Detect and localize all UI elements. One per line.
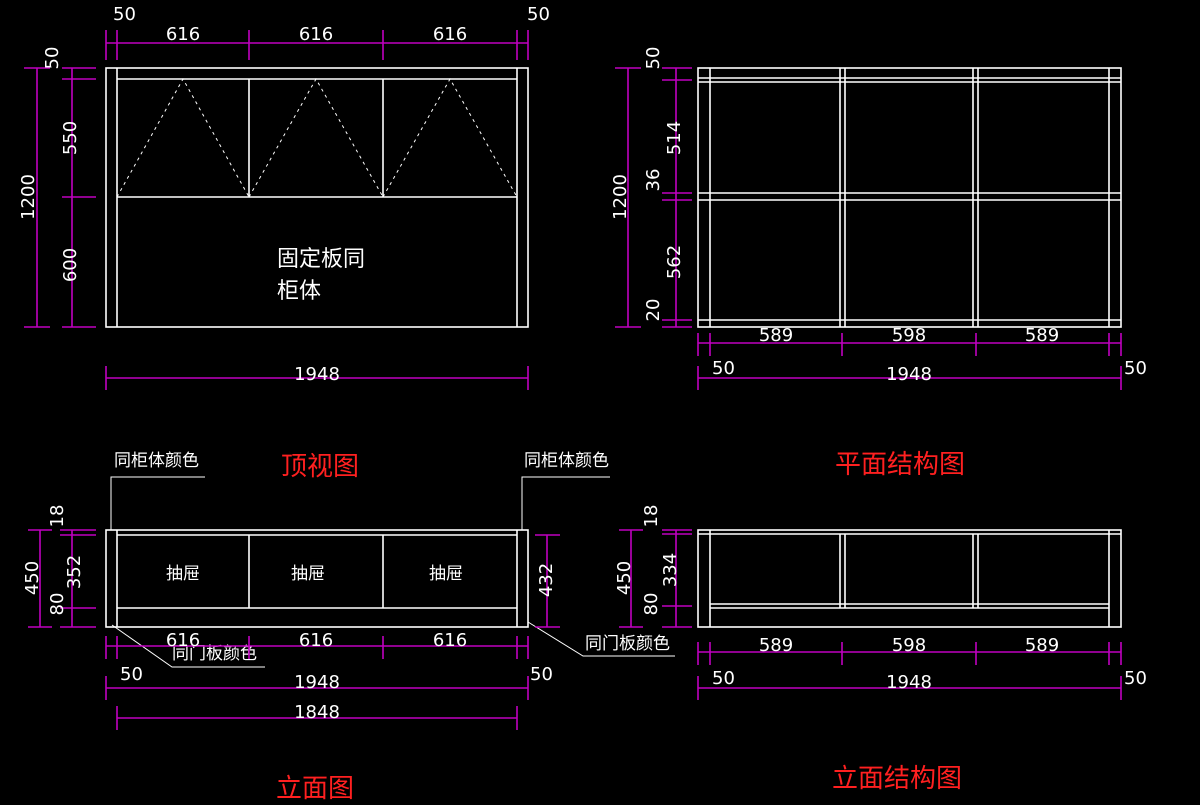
elev-struct-width-2: 598 <box>892 635 926 656</box>
elev-struct-height-top: 18 <box>641 505 662 528</box>
elevation-width-2: 616 <box>299 630 333 651</box>
drawer-label-2: 抽屉 <box>291 564 325 584</box>
note-door-color-left: 同门板颜色 <box>172 644 257 664</box>
top-view-height-bottom: 600 <box>60 248 81 282</box>
plan-structure-frame <box>697 67 1122 328</box>
elevation-width-inner: 1848 <box>294 702 340 723</box>
note-cabinet-color-right: 同柜体颜色 <box>524 451 609 471</box>
plan-height-bottom: 20 <box>643 299 664 322</box>
top-view-height-door: 550 <box>60 121 81 155</box>
elev-struct-width-right: 50 <box>1124 668 1147 689</box>
elev-struct-width-total: 1948 <box>886 672 932 693</box>
elevation-width-3: 616 <box>433 630 467 651</box>
elevation-title: 立面图 <box>276 774 354 804</box>
elevation-height-dimension <box>28 529 560 628</box>
elev-struct-width-3: 589 <box>1025 635 1059 656</box>
elevation-leaders <box>110 476 675 668</box>
plan-width-2: 598 <box>892 325 926 346</box>
elevation-width-right: 50 <box>530 664 553 685</box>
top-view-outline <box>105 67 529 328</box>
elevation-height-total: 450 <box>22 561 43 595</box>
plan-height-top: 50 <box>643 47 664 70</box>
top-view-total-dimension <box>105 366 529 390</box>
elevation-structure: 450 18 334 80 589 598 589 50 50 1948 立面结… <box>614 505 1147 794</box>
elevation-width-1: 616 <box>166 630 200 651</box>
top-view: 固定板同 柜体 50 616 616 616 50 1948 <box>18 4 550 482</box>
plan-width-1: 589 <box>759 325 793 346</box>
elevation-height-top: 18 <box>47 505 68 528</box>
note-cabinet-color-left: 同柜体颜色 <box>114 451 199 471</box>
plan-structure: 1200 50 514 36 562 20 589 598 589 50 50 … <box>610 47 1147 480</box>
top-view-note-line1: 固定板同 <box>277 247 365 272</box>
plan-width-3: 589 <box>1025 325 1059 346</box>
top-view-width-dimension <box>105 30 529 60</box>
plan-structure-title: 平面结构图 <box>835 450 965 480</box>
top-view-height-dimension <box>24 67 96 328</box>
top-view-dim-3: 616 <box>433 24 467 45</box>
elevation-outline <box>105 529 529 628</box>
plan-structure-height-dimension <box>615 67 692 328</box>
top-view-height-top: 50 <box>42 47 63 70</box>
elev-struct-width-left: 50 <box>712 668 735 689</box>
drawer-label-1: 抽屉 <box>166 564 200 584</box>
elevation-height-right: 432 <box>536 563 557 597</box>
plan-width-left: 50 <box>712 358 735 379</box>
elevation-width-dimension <box>105 636 529 730</box>
note-door-color-right: 同门板颜色 <box>585 634 670 654</box>
top-view-total: 1948 <box>294 364 340 385</box>
top-view-dim-right: 50 <box>527 4 550 25</box>
elevation-structure-height-dimension <box>619 529 692 628</box>
elevation-height-mid: 352 <box>64 555 85 589</box>
top-view-note-line2: 柜体 <box>277 279 321 304</box>
plan-height-mid: 36 <box>643 169 664 192</box>
top-view-dim-2: 616 <box>299 24 333 45</box>
elev-struct-height-mid: 334 <box>660 553 681 587</box>
elevation-structure-width-dimension <box>697 642 1122 700</box>
plan-height-lower: 562 <box>664 245 685 279</box>
elevation-width-left: 50 <box>120 664 143 685</box>
elev-struct-height-bottom: 80 <box>641 593 662 616</box>
plan-height-upper: 514 <box>664 121 685 155</box>
elevation: 抽屉 抽屉 抽屉 同柜体颜色 同柜体颜色 同门板颜色 同门板颜色 45 <box>22 451 675 804</box>
elevation-structure-frame <box>697 529 1122 628</box>
elev-struct-height-total: 450 <box>614 561 635 595</box>
top-view-dim-1: 616 <box>166 24 200 45</box>
plan-width-right: 50 <box>1124 358 1147 379</box>
plan-height-total: 1200 <box>610 174 631 220</box>
top-view-title: 顶视图 <box>281 452 359 482</box>
plan-width-total: 1948 <box>886 364 932 385</box>
elevation-structure-title: 立面结构图 <box>832 764 962 794</box>
plan-structure-width-dimension <box>697 333 1122 390</box>
elev-struct-width-1: 589 <box>759 635 793 656</box>
top-view-height-total: 1200 <box>18 174 39 220</box>
drawer-label-3: 抽屉 <box>429 564 463 584</box>
elevation-width-total: 1948 <box>294 672 340 693</box>
elevation-height-bottom: 80 <box>47 593 68 616</box>
top-view-dim-left: 50 <box>113 4 136 25</box>
